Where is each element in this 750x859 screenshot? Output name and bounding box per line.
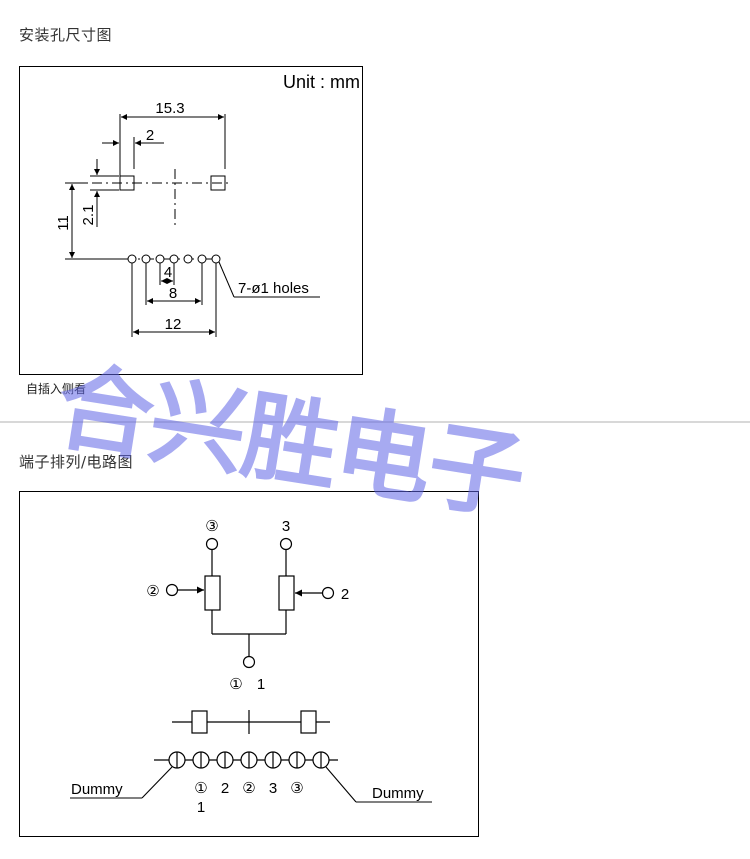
pin-label-4: 3 [269, 780, 277, 797]
circuit-diagram: ③ 3 ② 2 ① 1 ① 2 ② 3 ③ 1 Dummy Dummy [70, 518, 432, 816]
pin-holes [127, 254, 221, 264]
dim-mid-span: 8 [169, 285, 177, 302]
dummy-left-label: Dummy [71, 781, 123, 798]
section-divider [0, 421, 750, 423]
dim-height: 11 [55, 215, 72, 231]
pin-sub-label: 1 [197, 799, 205, 816]
circuit-diagram-panel: ③ 3 ② 2 ① 1 ① 2 ② 3 ③ 1 Dummy Dummy [19, 491, 479, 837]
terminal-left-top: ③ [205, 518, 218, 535]
dim-small-width: 2 [146, 127, 154, 144]
dim-pitch: 4 [164, 264, 172, 281]
pin-label-5: ③ [290, 780, 303, 797]
mounting-hole-title: 安装孔尺寸图 [19, 26, 113, 44]
terminal-right-wiper: 2 [341, 586, 349, 603]
pin-label-1: ① [194, 780, 207, 797]
unit-label: Unit : mm [283, 72, 360, 92]
dimension-drawing: Unit : mm [55, 72, 360, 337]
view-caption: 自插入侧看 [26, 382, 87, 396]
terminal-common-right: 1 [257, 676, 265, 693]
dummy-right-label: Dummy [372, 785, 424, 802]
terminal-layout-title: 端子排列/电路图 [19, 453, 134, 471]
dim-overall-width: 15.3 [155, 100, 184, 117]
terminal-right-top: 3 [282, 518, 290, 535]
dimension-drawing-panel: Unit : mm [19, 66, 363, 375]
terminal-common-left: ① [229, 676, 242, 693]
holes-label: 7-ø1 holes [238, 280, 309, 297]
dim-offset: 2.1 [80, 205, 97, 226]
terminal-pins [168, 751, 330, 769]
terminal-left-wiper: ② [146, 583, 159, 600]
dim-total-span: 12 [165, 316, 182, 333]
pin-label-2: 2 [221, 780, 229, 797]
pin-label-3: ② [242, 780, 255, 797]
